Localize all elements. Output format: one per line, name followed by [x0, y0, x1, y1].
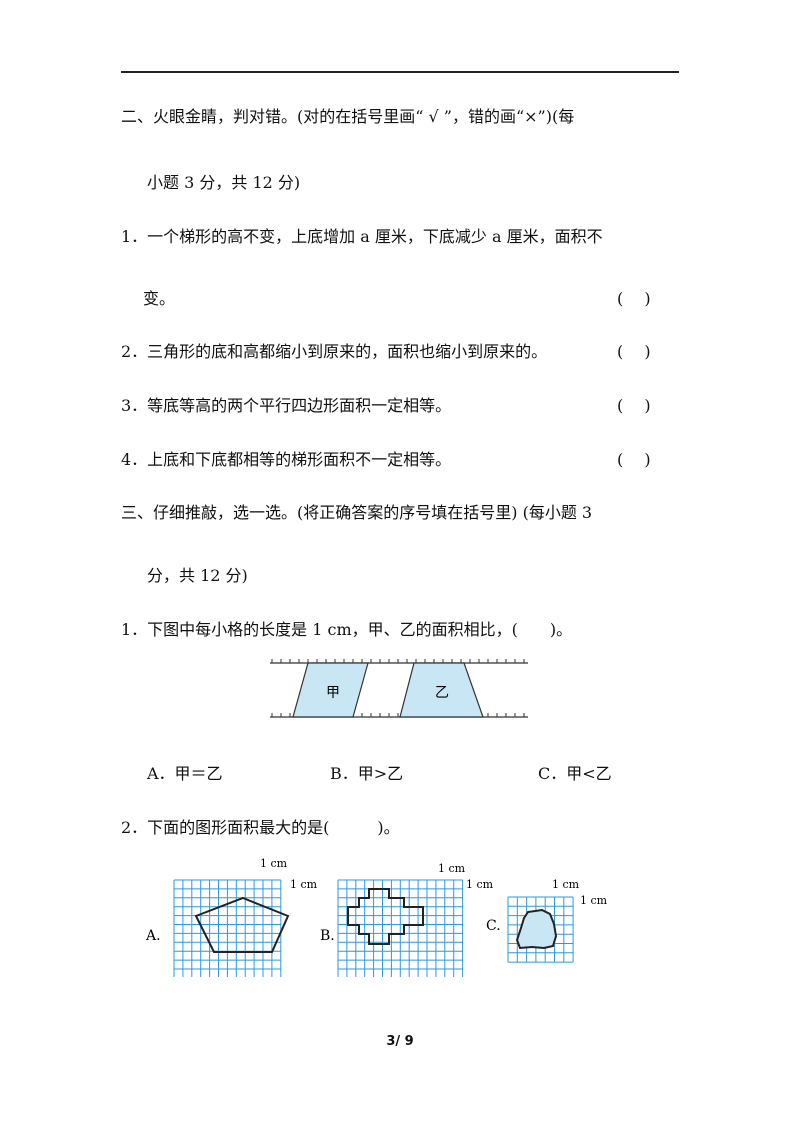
grid-shapes-figure: A. B. C. 1 cm 1 cm 1 cm 1 cm 1 cm 1 cm — [145, 857, 608, 977]
answer-blank-q1[interactable]: ( ) — [617, 289, 651, 308]
q1-line2: 变。 — [143, 289, 176, 308]
page-number: 3/ 9 — [386, 1034, 414, 1049]
q3-text: 3．等底等高的两个平行四边形面积一定相等。 — [121, 396, 452, 415]
section3-heading-line1: 三、仔细推敲，选一选。(将正确答案的序号填在括号里) (每小题 3 — [121, 503, 593, 522]
parallelogram-jia — [292, 662, 369, 718]
option-b[interactable]: B．甲>乙 — [330, 764, 404, 783]
unit-top-c: 1 cm — [552, 878, 580, 891]
s3-q1-text: 1．下图中每小格的长度是 1 cm，甲、乙的面积相比，( )。 — [121, 620, 573, 639]
parallel-lines-figure: 甲 乙 — [270, 659, 528, 718]
q2-text: 2．三角形的底和高都缩小到原来的，面积也缩小到原来的。 — [121, 342, 548, 361]
q4-text: 4．上底和下底都相等的梯形面积不一定相等。 — [121, 450, 452, 469]
s3-q2-text: 2．下面的图形面积最大的是( )。 — [121, 818, 400, 837]
section2-heading-line2: 小题 3 分，共 12 分) — [147, 173, 301, 192]
pentagon-shape — [194, 896, 290, 953]
unit-top-a: 1 cm — [260, 857, 288, 870]
irregular-shape — [515, 908, 558, 950]
shape-label-b: B. — [320, 928, 335, 944]
section3-heading-line2: 分，共 12 分) — [147, 566, 248, 585]
option-c[interactable]: C．甲<乙 — [538, 764, 612, 783]
q1-line1: 1．一个梯形的高不变，上底增加 a 厘米，下底减少 a 厘米，面积不 — [121, 227, 603, 246]
cross-shape — [347, 888, 424, 945]
trapezoid-yi — [399, 662, 484, 718]
section2-heading-line1: 二、火眼金睛，判对错。(对的在括号里画“ √ ”，错的画“×”)(每 — [121, 107, 575, 126]
option-a[interactable]: A．甲＝乙 — [147, 764, 223, 783]
unit-top-b: 1 cm — [438, 862, 466, 875]
label-yi: 乙 — [435, 685, 449, 701]
label-jia: 甲 — [326, 685, 340, 701]
shape-label-a: A. — [145, 928, 161, 944]
unit-side-b: 1 cm — [466, 878, 494, 891]
header-rule — [121, 71, 679, 73]
unit-side-c: 1 cm — [580, 894, 608, 907]
answer-blank-q3[interactable]: ( ) — [617, 396, 651, 415]
answer-blank-q4[interactable]: ( ) — [617, 450, 651, 469]
answer-blank-q2[interactable]: ( ) — [617, 342, 651, 361]
shape-label-c: C. — [486, 918, 501, 934]
unit-side-a: 1 cm — [290, 878, 318, 891]
